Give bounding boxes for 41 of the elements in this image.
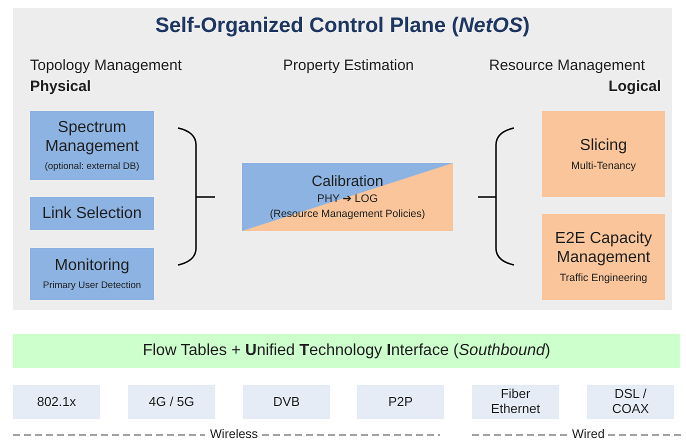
technology-box: [472, 385, 559, 419]
box-title: 4G / 5G: [148, 394, 194, 410]
function-box: [542, 214, 665, 300]
function-box: [542, 111, 665, 197]
box-title: 802.1x: [36, 394, 76, 410]
column-subheading: Physical: [30, 78, 91, 95]
technology-box: [587, 385, 674, 419]
box-subtitle: PHY ➔ LOG: [317, 193, 378, 206]
technology-box: [128, 385, 215, 419]
group-label: Wireless: [208, 427, 260, 441]
box-title: Flow Tables + Unified Technology Interface (Southbound): [142, 341, 550, 361]
calibration-box: [242, 163, 453, 231]
box-subtitle: Multi-Tenancy: [571, 160, 636, 172]
interface-band: [13, 334, 680, 368]
group-label: Wired: [570, 427, 607, 441]
box-subtitle: (optional: external DB): [44, 161, 140, 173]
column-heading: Topology Management: [30, 57, 182, 74]
box-subtitle: Primary User Detection: [42, 280, 142, 292]
column-heading: Resource Management: [489, 57, 645, 74]
box-title: DVB: [273, 394, 300, 410]
column-heading: Property Estimation: [283, 57, 414, 74]
box-title: Link Selection: [42, 204, 142, 224]
function-box: [30, 197, 154, 230]
box-subtitle: Traffic Engineering: [560, 272, 648, 285]
box-title: Calibration: [312, 173, 384, 192]
technology-box: [357, 385, 444, 419]
function-box: [30, 248, 154, 300]
box-title: Fiber Ethernet: [490, 387, 542, 417]
box-title: Spectrum Management: [44, 118, 140, 156]
box-title: E2E Capacity Management: [554, 229, 653, 268]
box-title: DSL / COAX: [611, 387, 650, 417]
box-title: P2P: [388, 394, 413, 410]
function-box: [30, 111, 154, 180]
box-title: Slicing: [578, 136, 628, 155]
box-title: Monitoring: [54, 256, 130, 276]
control-plane-panel: [13, 8, 672, 310]
column-subheading: Logical: [608, 78, 661, 95]
technology-box: [13, 385, 100, 419]
box-subtitle: (Resource Management Policies): [270, 208, 426, 221]
diagram-title: Self-Organized Control Plane (NetOS): [154, 14, 531, 38]
technology-box: [243, 385, 330, 419]
